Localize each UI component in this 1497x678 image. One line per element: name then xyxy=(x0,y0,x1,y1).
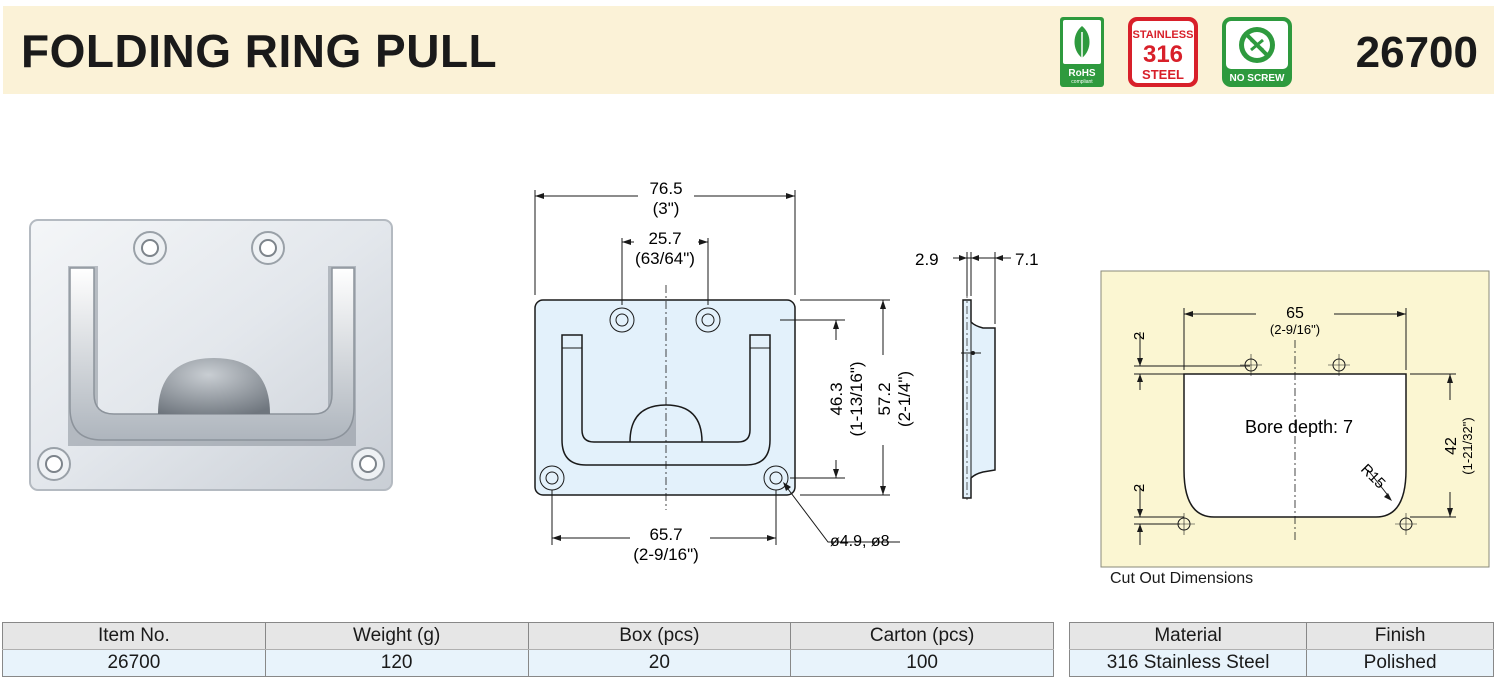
spec-header-item: Item No. xyxy=(2,622,266,650)
spec-carton: 100 xyxy=(790,649,1054,677)
rohs-sub-label: compliant xyxy=(1071,79,1093,85)
model-number: 26700 xyxy=(1355,28,1478,77)
dim-inner-height-in: (1-13/16") xyxy=(847,361,866,436)
side-view-drawing: 2.9 7.1 xyxy=(915,250,1039,500)
spec-header-carton: Carton (pcs) xyxy=(790,622,1054,650)
dim-hole-bottom: 65.7 xyxy=(649,525,682,544)
spec-box: 20 xyxy=(527,649,792,677)
dim-hole-top: 25.7 xyxy=(648,229,681,248)
cutout-width: 65 xyxy=(1286,305,1304,322)
rohs-badge-icon: RoHS compliant xyxy=(1060,17,1104,87)
spec-weight: 120 xyxy=(264,649,529,677)
no-screw-label: NO SCREW xyxy=(1230,73,1286,84)
stainless-bottom-label: STEEL xyxy=(1142,67,1184,82)
spec-header-box: Box (pcs) xyxy=(527,622,792,650)
material-value: 316 Stainless Steel xyxy=(1068,649,1308,677)
spec-header-weight: Weight (g) xyxy=(264,622,529,650)
stainless-316-badge-icon: STAINLESS 316 STEEL xyxy=(1128,17,1198,87)
dim-width: 76.5 xyxy=(649,179,682,198)
dim-hole-diameter: ø4.9, ø8 xyxy=(830,533,890,550)
spec-item-no: 26700 xyxy=(2,649,266,677)
no-screw-badge-icon: NO SCREW xyxy=(1222,17,1292,87)
material-header-row: Material Finish xyxy=(1068,622,1494,650)
cutout-offset-top: 2 xyxy=(1131,332,1148,340)
bore-depth-label: Bore depth: 7 xyxy=(1245,417,1353,437)
product-photo xyxy=(29,219,393,491)
cutout-offset-bottom: 2 xyxy=(1131,484,1148,492)
dim-inner-height: 46.3 xyxy=(827,382,846,415)
table-row: 26700 120 20 100 xyxy=(2,649,1054,677)
header-bar: FOLDING RING PULL RoHS compliant STAINLE… xyxy=(3,6,1494,94)
dim-height: 57.2 xyxy=(875,382,894,415)
finish-value: Polished xyxy=(1306,649,1494,677)
material-header-finish: Finish xyxy=(1306,622,1494,650)
dim-depth: 7.1 xyxy=(1015,250,1039,269)
dim-hole-top-in: (63/64") xyxy=(635,249,695,268)
front-view-drawing: 76.5 (3") 25.7 (63/64") 65.7 (2-9/16") 4… xyxy=(534,178,914,564)
cutout-caption: Cut Out Dimensions xyxy=(1110,570,1254,587)
dim-height-in: (2-1/4") xyxy=(895,371,914,427)
cutout-drawing: 65 (2-9/16") 2 2 42 (1-21/32") Bore dept… xyxy=(1100,270,1490,568)
page-title: FOLDING RING PULL xyxy=(21,25,498,77)
cutout-height: 42 xyxy=(1443,437,1460,455)
cutout-height-in: (1-21/32") xyxy=(1460,417,1475,474)
dim-thickness: 2.9 xyxy=(915,250,939,269)
cutout-width-in: (2-9/16") xyxy=(1270,322,1320,337)
material-table: Material Finish 316 Stainless Steel Poli… xyxy=(1068,622,1494,677)
dim-hole-bottom-in: (2-9/16") xyxy=(633,545,699,564)
table-row: 316 Stainless Steel Polished xyxy=(1068,649,1494,677)
spec-header-row: Item No. Weight (g) Box (pcs) Carton (pc… xyxy=(2,622,1054,650)
dim-width-in: (3") xyxy=(653,199,680,218)
spec-table: Item No. Weight (g) Box (pcs) Carton (pc… xyxy=(2,622,1054,677)
material-header-material: Material xyxy=(1068,622,1308,650)
rohs-label: RoHS xyxy=(1068,68,1096,79)
stainless-grade-label: 316 xyxy=(1143,41,1183,68)
stainless-top-label: STAINLESS xyxy=(1133,29,1194,41)
